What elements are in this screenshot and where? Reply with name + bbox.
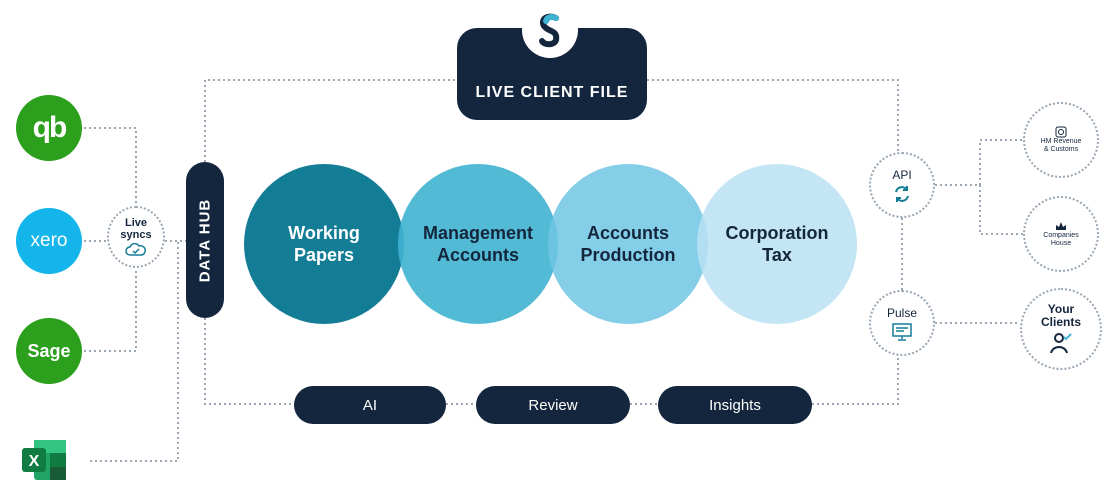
live-syncs-line1: Live — [124, 217, 147, 229]
hmrc-node: HM Revenue & Customs — [1023, 102, 1099, 178]
quickbooks-logo: qb — [16, 95, 82, 161]
sage-logo: Sage — [16, 318, 82, 384]
pulse-label: Pulse — [886, 305, 918, 320]
companies-line2: House — [1050, 240, 1072, 247]
your-clients-node: Your Clients — [1020, 288, 1102, 370]
api-label: API — [892, 167, 912, 182]
brand-logo-badge — [522, 2, 578, 58]
feature-ai: AI — [294, 386, 446, 424]
cloud-sync-icon — [125, 243, 146, 256]
api-node: API — [869, 152, 935, 218]
feature-review: Review — [476, 386, 630, 424]
monitor-icon — [892, 322, 912, 341]
clients-line1: Your — [1047, 302, 1075, 316]
feature-insights: Insights — [658, 386, 812, 424]
refresh-icon — [895, 185, 909, 202]
hmrc-line1: HM Revenue — [1040, 138, 1082, 145]
pulse-node: Pulse — [869, 290, 935, 356]
s-logo-icon — [539, 13, 560, 48]
companies-line1: Companies — [1043, 232, 1079, 239]
excel-letter: X — [29, 453, 40, 470]
clients-line2: Clients — [1040, 315, 1081, 329]
companies-house-node: Companies House — [1023, 196, 1099, 272]
royal-crest-icon — [1056, 222, 1066, 230]
excel-logo: X — [20, 438, 68, 482]
live-syncs-node: Live syncs — [107, 206, 165, 268]
xero-logo: xero — [16, 208, 82, 274]
person-check-icon — [1050, 333, 1072, 354]
data-hub: DATA HUB — [186, 162, 224, 318]
crown-crest-icon — [1055, 126, 1067, 138]
live-syncs-line2: syncs — [120, 229, 152, 241]
hmrc-line2: & Customs — [1043, 146, 1079, 153]
